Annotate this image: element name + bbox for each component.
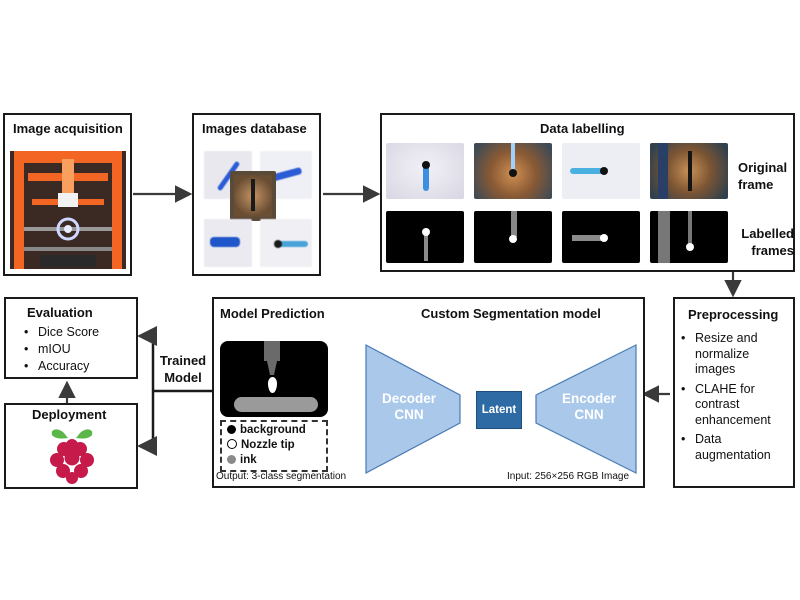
database-thumb-3 bbox=[230, 171, 276, 221]
decoder-shape bbox=[365, 344, 461, 474]
legend-label: background bbox=[240, 424, 306, 436]
labelled-frame-2 bbox=[474, 211, 552, 263]
evaluation-item: mIOU bbox=[24, 341, 99, 358]
database-thumb-5 bbox=[260, 219, 312, 267]
deployment-title: Deployment bbox=[32, 407, 107, 422]
evaluation-title: Evaluation bbox=[27, 305, 93, 320]
evaluation-list: Dice Score mIOU Accuracy bbox=[24, 324, 99, 375]
evaluation-item: Dice Score bbox=[24, 324, 99, 341]
evaluation-panel: Evaluation Dice Score mIOU Accuracy bbox=[4, 297, 138, 379]
preprocessing-item: Data augmentation bbox=[681, 432, 789, 463]
custom-model-title: Custom Segmentation model bbox=[421, 306, 601, 321]
original-frame-3 bbox=[562, 143, 640, 199]
segmentation-legend: background Nozzle tip ink bbox=[220, 420, 328, 472]
image-acquisition-panel: Image acquisition bbox=[3, 113, 132, 276]
legend-item-ink: ink bbox=[227, 454, 257, 466]
data-labelling-title: Data labelling bbox=[540, 121, 625, 136]
model-prediction-title: Model Prediction bbox=[220, 306, 325, 321]
preprocessing-item: CLAHE for contrast enhancement bbox=[681, 382, 789, 429]
preprocessing-item: Resize and normalize images bbox=[681, 331, 789, 378]
output-note: Output: 3-class segmentation bbox=[216, 471, 347, 482]
legend-swatch-ink bbox=[227, 455, 236, 464]
legend-swatch-background bbox=[227, 425, 236, 434]
legend-item-nozzle-tip: Nozzle tip bbox=[227, 439, 295, 451]
database-thumb-4 bbox=[204, 219, 252, 267]
legend-label: ink bbox=[240, 454, 257, 466]
raspberry-pi-logo bbox=[50, 429, 94, 484]
evaluation-item: Accuracy bbox=[24, 358, 99, 375]
data-labelling-panel: Data labelling Original frame Labelled f… bbox=[380, 113, 795, 272]
labelled-frame-4 bbox=[650, 211, 728, 263]
decoder-label: Decoder CNN bbox=[381, 391, 437, 422]
latent-label: Latent bbox=[481, 404, 517, 416]
preprocessing-list: Resize and normalize images CLAHE for co… bbox=[681, 331, 789, 463]
prediction-image bbox=[220, 341, 328, 417]
segmentation-panel: Model Prediction Custom Segmentation mod… bbox=[212, 297, 645, 488]
labelled-frame-3 bbox=[562, 211, 640, 263]
original-frame-1 bbox=[386, 143, 464, 199]
original-frame-label: Original frame bbox=[738, 160, 788, 192]
printer-photo bbox=[10, 151, 126, 269]
labelled-frames-label: Labelled frames bbox=[741, 226, 794, 258]
encoder-label: Encoder CNN bbox=[561, 391, 616, 422]
image-acquisition-title: Image acquisition bbox=[13, 121, 123, 136]
preprocessing-panel: Preprocessing Resize and normalize image… bbox=[673, 297, 795, 488]
labelled-frame-1 bbox=[386, 211, 464, 263]
original-frame-2 bbox=[474, 143, 552, 199]
input-note: Input: 256×256 RGB Image bbox=[507, 471, 630, 482]
preprocessing-title: Preprocessing bbox=[688, 307, 779, 322]
trained-model-label: Trained Model bbox=[156, 352, 210, 386]
legend-label: Nozzle tip bbox=[241, 439, 295, 451]
encoder-shape bbox=[535, 344, 637, 474]
legend-item-background: background bbox=[227, 424, 306, 436]
legend-swatch-nozzle-tip bbox=[227, 439, 237, 449]
latent-block: Latent bbox=[476, 391, 522, 429]
images-database-title: Images database bbox=[202, 121, 307, 136]
original-frame-4 bbox=[650, 143, 728, 199]
deployment-panel: Deployment bbox=[4, 403, 138, 489]
images-database-panel: Images database bbox=[192, 113, 321, 276]
